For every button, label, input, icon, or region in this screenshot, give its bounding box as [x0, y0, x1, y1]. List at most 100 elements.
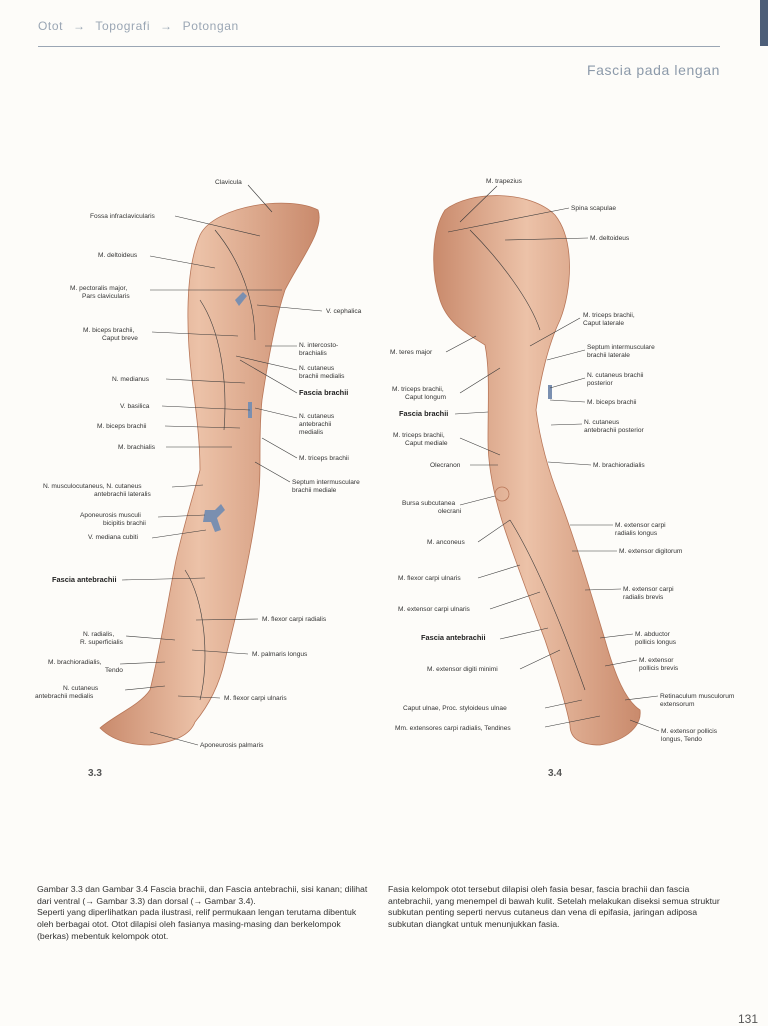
label-m-extensor-carpi-ulnaris: M. extensor carpi ulnaris: [398, 606, 471, 613]
label-pars-clavicularis: Pars clavicularis: [82, 293, 130, 300]
label-n-cutaneus: N. cutaneus: [63, 685, 99, 692]
label-biceps-caput-breve: M. biceps brachii,: [83, 327, 134, 334]
breadcrumb-item[interactable]: Topografi: [95, 19, 151, 33]
label-m-brachioradialis-r: M. brachioradialis: [593, 462, 645, 469]
label-m-extensor-digiti-minimi: M. extensor digiti minimi: [427, 666, 498, 673]
label-bicipitis-brachii: bicipitis brachii: [103, 520, 146, 527]
label-m-biceps-brachii-r: M. biceps brachii: [587, 399, 637, 406]
label-extensorum: extensorum: [660, 701, 695, 708]
label-spina-scapulae: Spina scapulae: [571, 205, 616, 212]
caption-left-para-2: Seperti yang diperlihatkan pada ilustras…: [37, 907, 357, 941]
label-n-cutaneus-antebrachii: N. cutaneus: [299, 413, 335, 420]
arm-dorsal-illustration: [433, 195, 641, 746]
label-m-deltoideus-r: M. deltoideus: [590, 235, 630, 242]
left-figure-leaders: [119, 184, 323, 746]
label-n-cutaneus-r: N. cutaneus: [584, 419, 620, 426]
label-fascia-antebrachii-r: Fascia antebrachii: [421, 633, 486, 642]
label-m-teres-major: M. teres major: [390, 349, 433, 356]
label-antebrachii: antebrachii: [299, 421, 332, 428]
label-m-flexor-carpi-radialis: M. flexor carpi radialis: [262, 616, 327, 623]
label-medialis: medialis: [299, 429, 324, 436]
label-caput-ulnae: Caput ulnae, Proc. styloideus ulnae: [403, 705, 507, 712]
label-olecrani: olecrani: [438, 508, 462, 515]
label-v-basilica: V. basilica: [120, 403, 150, 410]
label-pollicis-brevis: pollicis brevis: [639, 665, 679, 672]
label-brachii-mediale: brachii mediale: [292, 487, 337, 494]
label-m-triceps-brachii: M. triceps brachii: [299, 455, 349, 462]
breadcrumb-item[interactable]: Otot: [38, 19, 64, 33]
label-pollicis-longus: pollicis longus: [635, 639, 677, 646]
label-septum-laterale: Septum intermusculare: [587, 344, 655, 351]
breadcrumb-item[interactable]: Potongan: [182, 19, 239, 33]
label-clavicula: Clavicula: [215, 179, 242, 186]
label-fascia-brachii-r: Fascia brachii: [399, 409, 448, 418]
label-m-extensor-pb: M. extensor: [639, 657, 674, 664]
figure-number-left: 3.3: [88, 768, 102, 779]
label-m-deltoideus: M. deltoideus: [98, 252, 138, 259]
label-m-flexor-carpi-ulnaris: M. flexor carpi ulnaris: [224, 695, 287, 702]
label-caput-breve: Caput breve: [102, 335, 138, 342]
label-caput-laterale: Caput laterale: [583, 320, 624, 327]
label-m-brachialis: M. brachialis: [118, 444, 156, 451]
label-aponeurosis-musculi: Aponeurosis musculi: [80, 512, 141, 519]
page-number: 131: [737, 1012, 758, 1026]
label-n-cutaneus-brachii-posterior: N. cutaneus brachii: [587, 372, 644, 379]
label-pectoralis-major: M. pectoralis major,: [70, 285, 127, 292]
label-m-extensor-carpi-rl: M. extensor carpi: [615, 522, 666, 529]
caption-left: Gambar 3.3 dan Gambar 3.4 Fascia brachii…: [37, 884, 369, 943]
label-m-brachioradialis-tendo: M. brachioradialis,: [48, 659, 102, 666]
label-r-superficialis: R. superficialis: [80, 639, 124, 646]
figure-number-right: 3.4: [548, 768, 562, 779]
label-olecranon: Olecranon: [430, 462, 461, 469]
label-triceps-caput-mediale: M. triceps brachii,: [393, 432, 445, 439]
label-antebrachii-medialis: antebrachii medialis: [35, 693, 94, 700]
label-n-musculocutaneus: N. musculocutaneus, N. cutaneus: [43, 483, 142, 490]
label-tendo: Tendo: [105, 667, 123, 674]
label-longus-tendo: longus, Tendo: [661, 736, 702, 743]
label-n-cutaneus-brachii: N. cutaneus: [299, 365, 335, 372]
label-septum-intermusculare: Septum intermusculare: [292, 479, 360, 486]
left-figure-labels: Clavicula Fossa infraclavicularis M. del…: [35, 179, 362, 749]
label-m-palmaris-longus: M. palmaris longus: [252, 651, 308, 658]
label-fascia-antebrachii: Fascia antebrachii: [52, 575, 117, 584]
label-triceps-caput-longum: M. triceps brachii,: [392, 386, 444, 393]
breadcrumb: Otot → Topografi → Potongan: [38, 19, 245, 33]
label-m-extensor-pollicis: M. extensor pollicis: [661, 728, 718, 735]
chapter-tab: [760, 0, 768, 46]
anatomy-figures: Clavicula Fossa infraclavicularis M. del…: [35, 178, 735, 779]
label-v-mediana-cubiti: V. mediana cubiti: [88, 534, 139, 541]
label-posterior: posterior: [587, 380, 613, 387]
caption-left-para-1: Gambar 3.3 dan Gambar 3.4 Fascia brachii…: [37, 884, 368, 906]
label-radialis-brevis: radialis brevis: [623, 594, 664, 601]
label-m-flexor-carpi-ulnaris-r: M. flexor carpi ulnaris: [398, 575, 461, 582]
label-fossa-infraclavicularis: Fossa infraclavicularis: [90, 213, 156, 220]
caption-right: Fasia kelompok otot tersebut dilapisi ol…: [388, 884, 720, 931]
breadcrumb-arrow: →: [160, 19, 173, 33]
label-m-trapezius: M. trapezius: [486, 178, 523, 185]
label-n-medianus: N. medianus: [112, 376, 150, 383]
label-antebrachii-posterior: antebrachii posterior: [584, 427, 645, 434]
label-n-intercostobrachialis: N. intercosto-: [299, 342, 338, 349]
label-brachii-medialis: brachii medialis: [299, 373, 345, 380]
label-retinaculum: Retinaculum musculorum: [660, 693, 735, 700]
header-divider: [38, 46, 720, 47]
label-caput-longum: Caput longum: [405, 394, 447, 401]
breadcrumb-arrow: →: [73, 19, 86, 33]
caption-right-para-1: Fasia kelompok otot tersebut dilapisi ol…: [388, 884, 720, 930]
label-aponeurosis-palmaris: Aponeurosis palmaris: [200, 742, 264, 749]
label-n-radialis: N. radialis,: [83, 631, 114, 638]
arm-ventral-illustration: [99, 202, 320, 746]
label-m-extensor-carpi-rb: M. extensor carpi: [623, 586, 674, 593]
label-v-cephalica: V. cephalica: [326, 308, 362, 315]
label-radialis-longus: radialis longus: [615, 530, 658, 537]
label-fascia-brachii: Fascia brachii: [299, 388, 348, 397]
label-caput-mediale: Caput mediale: [405, 440, 448, 447]
label-bursa-subcutanea: Bursa subcutanea: [402, 500, 455, 507]
label-m-biceps-brachii: M. biceps brachii: [97, 423, 147, 430]
right-figure-leaders: [445, 185, 660, 732]
label-m-anconeus: M. anconeus: [427, 539, 465, 546]
label-m-abductor: M. abductor: [635, 631, 671, 638]
label-brachialis: brachialis: [299, 350, 328, 357]
label-mm-extensores: Mm. extensores carpi radialis, Tendines: [395, 725, 511, 732]
label-triceps-caput-laterale: M. triceps brachii,: [583, 312, 635, 319]
